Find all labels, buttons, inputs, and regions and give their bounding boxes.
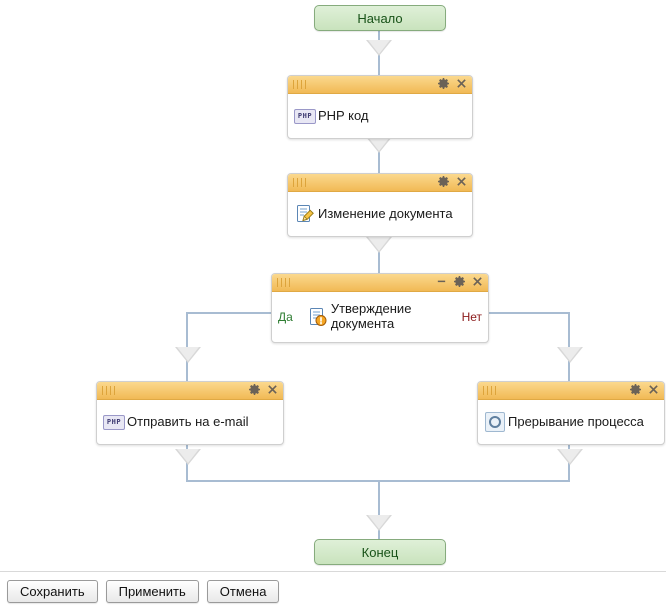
- drag-grip-icon[interactable]: [277, 278, 291, 287]
- node-interrupt-process-titlebar[interactable]: [478, 382, 664, 400]
- node-interrupt-process-body: Прерывание процесса: [478, 400, 664, 444]
- gear-icon[interactable]: [454, 276, 465, 289]
- stop-icon: [484, 411, 506, 433]
- arrow-merge-to-end: [366, 515, 392, 531]
- minimize-icon[interactable]: [436, 275, 447, 288]
- drag-grip-icon[interactable]: [102, 386, 116, 395]
- save-button[interactable]: Сохранить: [7, 579, 98, 603]
- php-icon: PHP: [103, 411, 125, 433]
- cancel-button[interactable]: Отмена: [206, 579, 280, 603]
- node-document-approval-body: Да Утверждение документа Нет: [272, 292, 488, 342]
- document-approval-icon: [307, 306, 329, 328]
- close-icon[interactable]: [267, 384, 278, 397]
- document-edit-icon: [294, 203, 316, 225]
- gear-icon[interactable]: [249, 384, 260, 397]
- arrow-interrupt-merge: [557, 449, 583, 465]
- node-end-label: Конец: [361, 544, 399, 560]
- gear-icon[interactable]: [438, 78, 449, 91]
- node-document-change-body: Изменение документа: [288, 192, 472, 236]
- node-send-email-body: PHP Отправить на e-mail: [97, 400, 283, 444]
- workflow-canvas[interactable]: Начало PHP PHP код: [0, 0, 666, 571]
- close-icon[interactable]: [472, 276, 483, 289]
- connector-no-horizontal: [474, 312, 570, 314]
- close-icon[interactable]: [648, 384, 659, 397]
- arrow-yes-to-email: [175, 347, 201, 363]
- node-start-label: Начало: [357, 10, 403, 26]
- node-php-code-titlebar[interactable]: [288, 76, 472, 94]
- connector-yes-horizontal: [186, 312, 284, 314]
- drag-grip-icon[interactable]: [293, 80, 307, 89]
- node-document-change-label: Изменение документа: [318, 205, 453, 221]
- node-send-email[interactable]: PHP Отправить на e-mail: [96, 381, 284, 445]
- arrow-php-to-docchange: [366, 137, 392, 153]
- node-send-email-titlebar[interactable]: [97, 382, 283, 400]
- node-interrupt-process[interactable]: Прерывание процесса: [477, 381, 665, 445]
- node-document-approval-label: Утверждение документа: [330, 301, 412, 331]
- branch-label-yes: Да: [278, 310, 293, 324]
- drag-grip-icon[interactable]: [293, 178, 307, 187]
- branch-label-no: Нет: [461, 310, 482, 324]
- php-icon: PHP: [294, 105, 316, 127]
- close-icon[interactable]: [456, 78, 467, 91]
- node-interrupt-process-label: Прерывание процесса: [508, 413, 644, 429]
- node-document-change[interactable]: Изменение документа: [287, 173, 473, 237]
- arrow-email-merge: [175, 449, 201, 465]
- node-send-email-label: Отправить на e-mail: [127, 413, 249, 429]
- node-php-code-label: PHP код: [318, 107, 369, 123]
- apply-button[interactable]: Применить: [105, 579, 199, 603]
- node-start[interactable]: Начало: [314, 5, 446, 31]
- connector-merge-to-end: [378, 480, 380, 542]
- node-php-code-body: PHP PHP код: [288, 94, 472, 138]
- arrow-docchange-to-approval: [366, 237, 392, 253]
- node-php-code[interactable]: PHP PHP код: [287, 75, 473, 139]
- node-document-approval-titlebar[interactable]: [272, 274, 488, 292]
- node-document-approval[interactable]: Да Утверждение документа Нет: [271, 273, 489, 343]
- arrow-start-to-php: [366, 40, 392, 56]
- footer-toolbar: Сохранить Применить Отмена: [0, 571, 666, 610]
- close-icon[interactable]: [456, 176, 467, 189]
- node-end[interactable]: Конец: [314, 539, 446, 565]
- gear-icon[interactable]: [438, 176, 449, 189]
- node-document-change-titlebar[interactable]: [288, 174, 472, 192]
- arrow-no-to-interrupt: [557, 347, 583, 363]
- drag-grip-icon[interactable]: [483, 386, 497, 395]
- gear-icon[interactable]: [630, 384, 641, 397]
